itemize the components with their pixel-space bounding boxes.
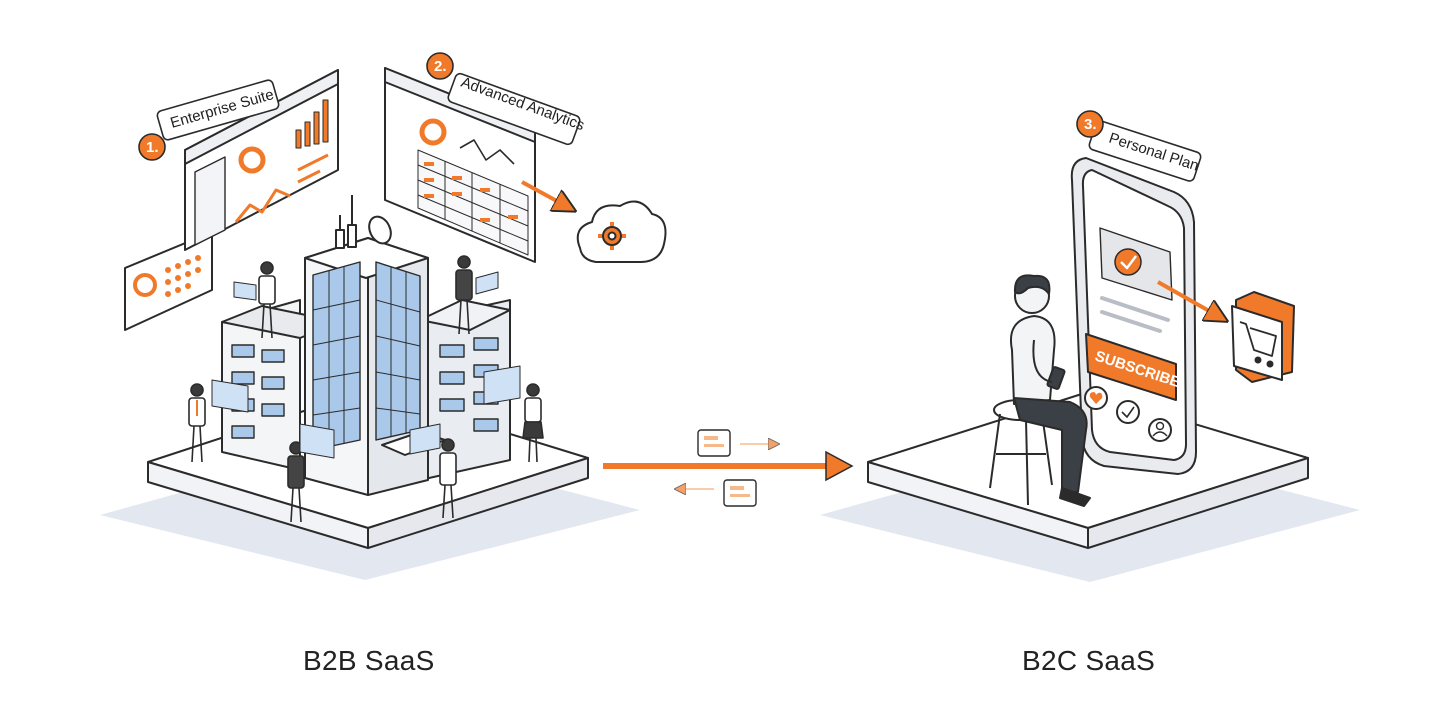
person-left — [188, 379, 249, 463]
callout-number: 3. — [1084, 116, 1097, 133]
person-rooftop-left — [233, 261, 276, 339]
office-buildings — [221, 195, 511, 496]
arrow-to-cloud — [521, 180, 566, 206]
business-people — [188, 255, 544, 523]
shopping-cart-icon — [1231, 291, 1295, 383]
smartphone: SUBSCRIBE — [1070, 157, 1197, 475]
arrow-right-icon — [603, 450, 854, 482]
callout-number: 2. — [434, 58, 447, 75]
person-rooftop-right — [455, 255, 499, 335]
b2c-platform — [820, 391, 1360, 582]
dashboard-panel-small — [124, 231, 213, 331]
person-front — [287, 423, 335, 523]
subscribe-button — [1085, 333, 1177, 401]
user-icon — [1148, 418, 1172, 442]
cloud-gear-icon — [576, 200, 667, 263]
check-icon — [1120, 255, 1137, 270]
heart-icon — [1084, 386, 1108, 410]
person-with-phone — [1010, 274, 1091, 507]
label-b2b-saas: B2B SaaS — [303, 645, 435, 676]
exchange-arrows — [603, 429, 854, 507]
callout-number: 1. — [146, 139, 159, 156]
person-right — [483, 365, 544, 463]
document-icon — [723, 479, 757, 507]
arrow-to-cart — [1157, 280, 1218, 316]
person-front-right — [409, 423, 457, 519]
check-icon — [1116, 400, 1140, 424]
label-b2c-saas: B2C SaaS — [1022, 645, 1156, 676]
document-icon — [697, 429, 731, 457]
enterprise-dashboard — [184, 69, 339, 251]
